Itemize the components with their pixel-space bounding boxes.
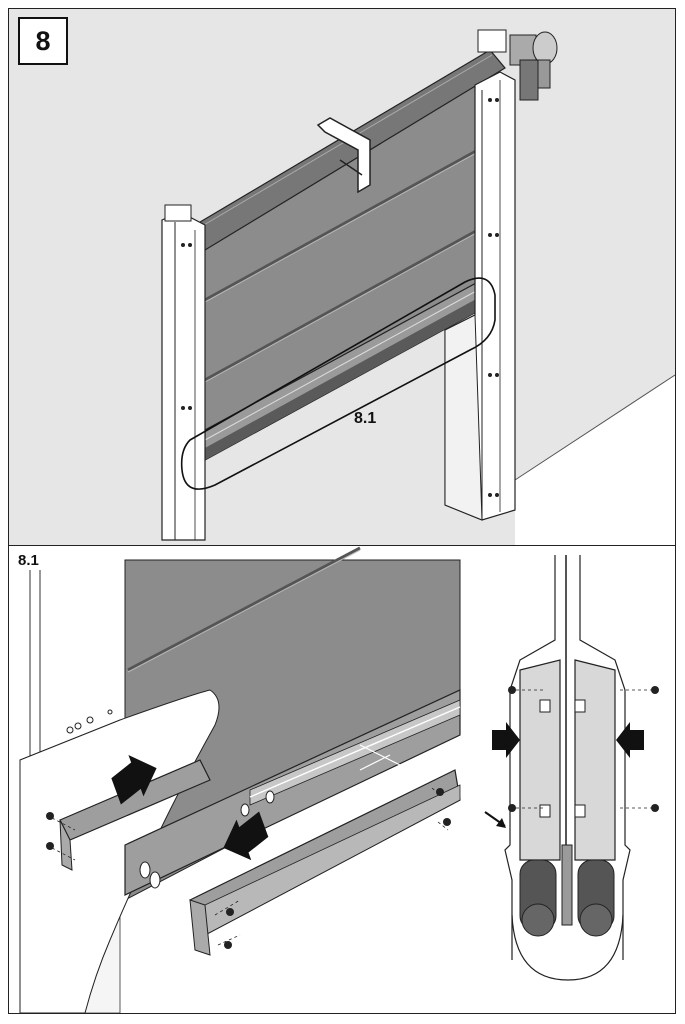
drive-motor — [477, 29, 558, 101]
fill-arrow-right-icon — [492, 722, 520, 758]
left-side-frame — [161, 211, 206, 541]
floor — [515, 375, 675, 545]
detail-callout-oval — [180, 277, 496, 490]
detail-panel: 8.1 — [9, 546, 675, 1013]
overview-illustration — [9, 9, 675, 545]
callout-label: 8.1 — [354, 410, 377, 427]
detail-illustration — [9, 546, 675, 1013]
screw-icon — [46, 788, 451, 949]
cross-section-diagram — [484, 555, 659, 981]
fill-arrow-right-icon — [111, 754, 157, 805]
fill-arrow-left-icon — [223, 811, 269, 861]
lifting-bracket — [316, 117, 371, 194]
step-number: 8 — [35, 25, 51, 56]
overview-panel: 8 8.1 — [9, 9, 675, 545]
panel-divider — [8, 545, 676, 547]
detail-panel-label: 8.1 — [18, 552, 39, 569]
fill-arrow-left-icon — [616, 722, 644, 758]
step-number-box: 8 — [18, 17, 68, 65]
figure-frame — [8, 8, 676, 1014]
